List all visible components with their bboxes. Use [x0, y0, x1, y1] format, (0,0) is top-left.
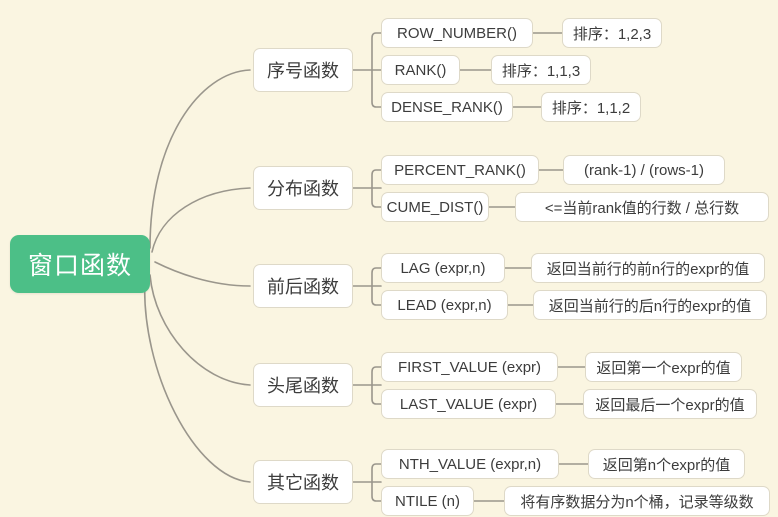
desc-node-label: 返回第n个expr的值 — [602, 456, 731, 474]
branch-node-label: 序号函数 — [267, 61, 339, 81]
func-node-label: RANK() — [394, 61, 447, 79]
root-node[interactable]: 窗口函数 — [10, 235, 150, 293]
desc-node-ntile[interactable]: 将有序数据分为n个桶，记录等级数 — [504, 486, 770, 516]
connector-root-branch-2 — [151, 187, 251, 253]
connector-branch-4-bracket — [371, 366, 382, 405]
desc-node-lag[interactable]: 返回当前行的前n行的expr的值 — [531, 253, 765, 283]
branch-node-qianhou[interactable]: 前后函数 — [253, 264, 353, 308]
func-node-label: NTH_VALUE (expr,n) — [398, 455, 542, 473]
connector-root-branch-5 — [143, 277, 251, 483]
func-node-percent-rank[interactable]: PERCENT_RANK() — [381, 155, 539, 185]
desc-node-label: 排序：1,1,3 — [501, 62, 581, 80]
desc-node-first-value[interactable]: 返回第一个expr的值 — [585, 352, 742, 382]
branch-node-xuhao[interactable]: 序号函数 — [253, 48, 353, 92]
func-node-lead[interactable]: LEAD (expr,n) — [381, 290, 508, 320]
func-node-label: FIRST_VALUE (expr) — [397, 358, 542, 376]
desc-node-label: 排序：1,1,2 — [551, 99, 631, 117]
func-node-label: LEAD (expr,n) — [397, 296, 492, 314]
func-node-label: DENSE_RANK() — [391, 98, 503, 116]
desc-node-lead[interactable]: 返回当前行的后n行的expr的值 — [533, 290, 767, 320]
func-node-label: NTILE (n) — [394, 492, 460, 510]
branch-node-fenbu[interactable]: 分布函数 — [253, 166, 353, 210]
func-node-ntile[interactable]: NTILE (n) — [381, 486, 474, 516]
branch-node-qita[interactable]: 其它函数 — [253, 460, 353, 504]
connector-branch-5-bracket — [371, 463, 382, 502]
desc-node-last-value[interactable]: 返回最后一个expr的值 — [583, 389, 757, 419]
desc-node-row-number[interactable]: 排序：1,2,3 — [562, 18, 662, 48]
func-node-lag[interactable]: LAG (expr,n) — [381, 253, 505, 283]
desc-node-label: 排序：1,2,3 — [572, 25, 652, 43]
desc-node-label: 返回当前行的后n行的expr的值 — [548, 297, 752, 315]
func-node-label: ROW_NUMBER() — [397, 24, 517, 42]
func-node-cume-dist[interactable]: CUME_DIST() — [381, 192, 489, 222]
func-node-first-value[interactable]: FIRST_VALUE (expr) — [381, 352, 558, 382]
desc-node-label: 将有序数据分为n个桶，记录等级数 — [520, 493, 754, 511]
func-node-rank[interactable]: RANK() — [381, 55, 460, 85]
desc-node-percent-rank[interactable]: (rank-1) / (rows-1) — [563, 155, 725, 185]
branch-node-label: 其它函数 — [267, 473, 339, 493]
branch-node-touwei[interactable]: 头尾函数 — [253, 363, 353, 407]
func-node-dense-rank[interactable]: DENSE_RANK() — [381, 92, 513, 122]
desc-node-rank[interactable]: 排序：1,1,3 — [491, 55, 591, 85]
desc-node-label: 返回最后一个expr的值 — [595, 396, 745, 414]
func-node-row-number[interactable]: ROW_NUMBER() — [381, 18, 533, 48]
connector-branch-3-bracket — [371, 267, 382, 306]
desc-node-cume-dist[interactable]: <=当前rank值的行数 / 总行数 — [515, 192, 769, 222]
connector-root-branch-4 — [149, 274, 251, 386]
connector-branch-1-bracket — [371, 32, 382, 108]
connector-branch-2-bracket — [371, 169, 382, 208]
branch-node-label: 头尾函数 — [267, 376, 339, 396]
desc-node-dense-rank[interactable]: 排序：1,1,2 — [541, 92, 641, 122]
desc-node-label: <=当前rank值的行数 / 总行数 — [544, 199, 740, 217]
connector-root-branch-1 — [149, 69, 251, 249]
func-node-last-value[interactable]: LAST_VALUE (expr) — [381, 389, 556, 419]
func-node-label: LAST_VALUE (expr) — [399, 395, 538, 413]
connector-root-branch-3 — [154, 261, 251, 287]
func-node-label: PERCENT_RANK() — [394, 161, 526, 179]
desc-node-label: 返回当前行的前n行的expr的值 — [546, 260, 750, 278]
root-node-label: 窗口函数 — [27, 252, 132, 280]
func-node-nth-value[interactable]: NTH_VALUE (expr,n) — [381, 449, 559, 479]
branch-node-label: 前后函数 — [267, 277, 339, 297]
desc-node-label: 返回第一个expr的值 — [596, 359, 731, 377]
desc-node-nth-value[interactable]: 返回第n个expr的值 — [588, 449, 745, 479]
func-node-label: CUME_DIST() — [386, 198, 484, 216]
desc-node-label: (rank-1) / (rows-1) — [583, 161, 704, 179]
branch-node-label: 分布函数 — [267, 179, 339, 199]
func-node-label: LAG (expr,n) — [400, 259, 486, 277]
